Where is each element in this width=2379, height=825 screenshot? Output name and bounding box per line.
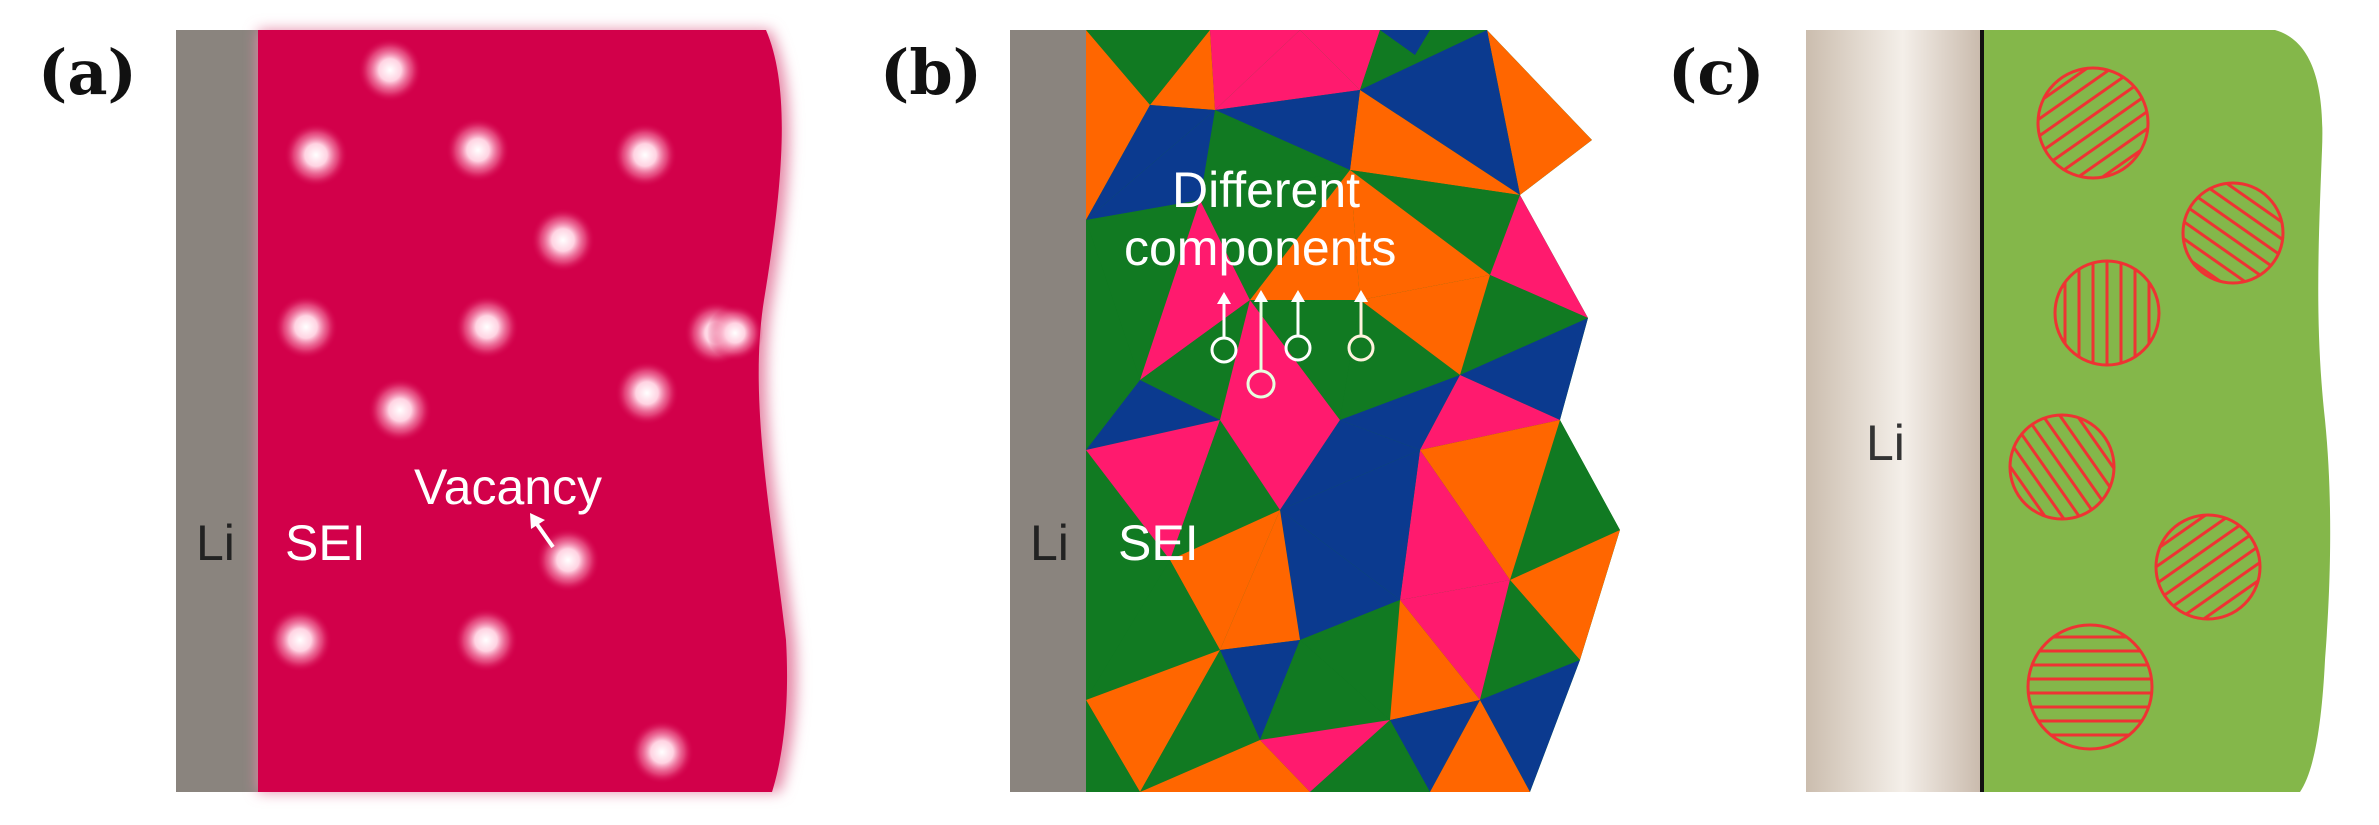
panel-b: Li SEI Different components <box>1010 30 1620 792</box>
vacancy-dot <box>455 295 519 359</box>
vacancy-dot <box>274 295 338 359</box>
li-label-a: Li <box>196 515 235 571</box>
particle <box>2154 513 2262 621</box>
sei-label-b: SEI <box>1118 515 1199 571</box>
vacancy-dot <box>613 123 677 187</box>
panel-label-c: (c) <box>1668 36 1765 109</box>
particle <box>2026 623 2154 751</box>
vacancy-dot <box>630 720 694 784</box>
vacancy-dot <box>615 361 679 425</box>
particle <box>2181 181 2285 285</box>
li-metal-a <box>176 30 260 792</box>
panel-label-a: (a) <box>38 36 137 109</box>
vacancy-label: Vacancy <box>414 459 602 515</box>
vacancy-arrowhead <box>530 513 545 529</box>
components-label-line1: Different <box>1172 162 1360 218</box>
li-label-b: Li <box>1030 515 1069 571</box>
vacancy-dot <box>268 608 332 672</box>
component-arrowheads <box>1217 290 1368 304</box>
vacancy-dot <box>358 38 422 102</box>
vacancies <box>268 38 763 784</box>
vacancy-dot <box>284 123 348 187</box>
particle <box>2008 413 2116 521</box>
panel-c: Li <box>1806 30 2331 792</box>
particle <box>2036 66 2150 180</box>
vacancy-dot <box>446 118 510 182</box>
sei-mosaic <box>1086 30 1620 792</box>
panel-label-b: (b) <box>880 36 983 109</box>
sei-label-a: SEI <box>285 515 366 571</box>
li-metal-b <box>1010 30 1088 792</box>
sei-layer-a <box>258 30 788 792</box>
component-indicators <box>1210 300 1375 399</box>
vacancy-dot <box>454 608 518 672</box>
vacancy-dot <box>707 305 763 361</box>
li-metal-c <box>1806 30 1982 792</box>
vacancy-dot <box>368 378 432 442</box>
vacancy-dot <box>531 208 595 272</box>
sei-particles <box>2008 66 2285 751</box>
components-label-line2: components <box>1124 220 1396 276</box>
li-label-c: Li <box>1866 415 1905 471</box>
particle <box>2053 259 2161 367</box>
panel-a: Li SEI Vacancy <box>176 30 797 792</box>
